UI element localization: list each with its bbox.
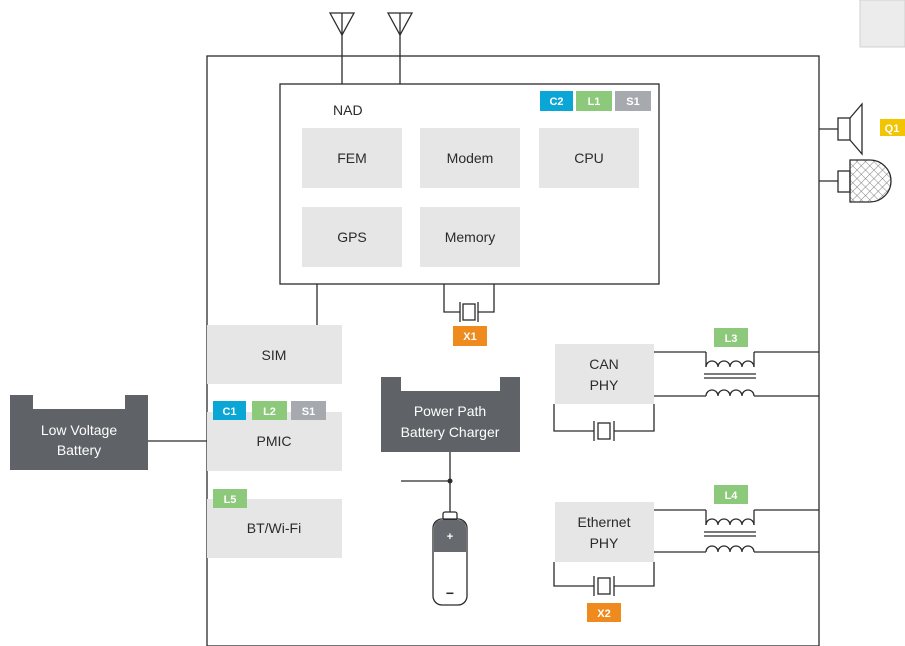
badge-s1-pmic bbox=[291, 401, 326, 420]
badge-s1-pmic-label: S1 bbox=[302, 406, 315, 418]
badge-l2 bbox=[252, 401, 287, 420]
pmic-block bbox=[207, 412, 342, 471]
speaker-icon bbox=[819, 102, 863, 156]
nad-badges: C2 L1 S1 bbox=[540, 91, 651, 111]
badge-x2-label: X2 bbox=[597, 608, 610, 620]
memory-label: Memory bbox=[445, 229, 496, 245]
gps-block bbox=[302, 207, 402, 267]
antenna-icon bbox=[328, 12, 356, 84]
cpu-block bbox=[539, 128, 639, 188]
power-path-charger: Power Path Battery Charger bbox=[381, 377, 520, 452]
badge-s1-label: S1 bbox=[626, 96, 639, 108]
memory-block bbox=[420, 207, 520, 267]
badge-c1 bbox=[213, 401, 246, 420]
antenna-icon bbox=[386, 12, 414, 84]
lv-battery-line2: Battery bbox=[57, 442, 101, 458]
modem-block bbox=[420, 128, 520, 188]
badge-l3 bbox=[714, 328, 748, 347]
badge-l5-label: L5 bbox=[224, 494, 237, 506]
battery-plus: + bbox=[447, 531, 453, 543]
charger-line1: Power Path bbox=[414, 403, 486, 419]
badge-s1 bbox=[615, 91, 651, 111]
fem-label: FEM bbox=[337, 150, 367, 166]
cpu-label: CPU bbox=[574, 150, 604, 166]
crystal-icon bbox=[553, 562, 655, 596]
ethernet-phy-line1: Ethernet bbox=[578, 514, 631, 530]
badge-l2-label: L2 bbox=[263, 406, 276, 418]
badge-l1 bbox=[576, 91, 612, 111]
badge-l4-label: L4 bbox=[725, 490, 739, 502]
badge-x1-label: X1 bbox=[463, 331, 476, 343]
badge-l4 bbox=[714, 485, 748, 504]
nad-module: NAD C2 L1 S1 FEM Modem CPU GPS Memory bbox=[279, 83, 660, 285]
fem-block bbox=[302, 128, 402, 188]
gps-label: GPS bbox=[337, 229, 367, 245]
ethernet-phy-line2: PHY bbox=[590, 535, 619, 551]
low-voltage-battery: Low Voltage Battery bbox=[10, 395, 148, 470]
sim-label: SIM bbox=[262, 347, 287, 363]
badge-l3-label: L3 bbox=[725, 333, 738, 345]
badge-q1 bbox=[880, 119, 905, 136]
badge-c2 bbox=[540, 91, 573, 111]
modem-label: Modem bbox=[447, 150, 494, 166]
battery-minus: − bbox=[446, 585, 454, 601]
can-phy-line2: PHY bbox=[590, 377, 619, 393]
can-phy-block bbox=[555, 344, 654, 404]
nad-title: NAD bbox=[333, 102, 363, 118]
badge-x2 bbox=[587, 603, 621, 622]
corner-tab bbox=[859, 0, 905, 48]
badge-c1-label: C1 bbox=[222, 406, 236, 418]
crystal-icon bbox=[443, 284, 495, 322]
battery-icon: + − bbox=[432, 511, 468, 606]
charger-line2: Battery Charger bbox=[401, 424, 500, 440]
bt-wifi-block bbox=[207, 499, 342, 558]
crystal-icon bbox=[553, 404, 655, 441]
badge-l5 bbox=[213, 489, 247, 508]
microphone-icon bbox=[819, 159, 892, 203]
badge-l1-label: L1 bbox=[588, 96, 601, 108]
bt-wifi-label: BT/Wi-Fi bbox=[247, 520, 301, 536]
pmic-label: PMIC bbox=[257, 433, 292, 449]
badge-x1 bbox=[453, 326, 487, 346]
ethernet-phy-block bbox=[555, 502, 654, 562]
inductor-icon bbox=[654, 509, 819, 553]
can-phy-line1: CAN bbox=[589, 356, 619, 372]
badge-c2-label: C2 bbox=[549, 96, 563, 108]
badge-q1-label: Q1 bbox=[885, 123, 900, 135]
inductor-icon bbox=[654, 351, 819, 397]
lv-battery-line1: Low Voltage bbox=[41, 422, 117, 438]
sim-block bbox=[207, 325, 342, 384]
